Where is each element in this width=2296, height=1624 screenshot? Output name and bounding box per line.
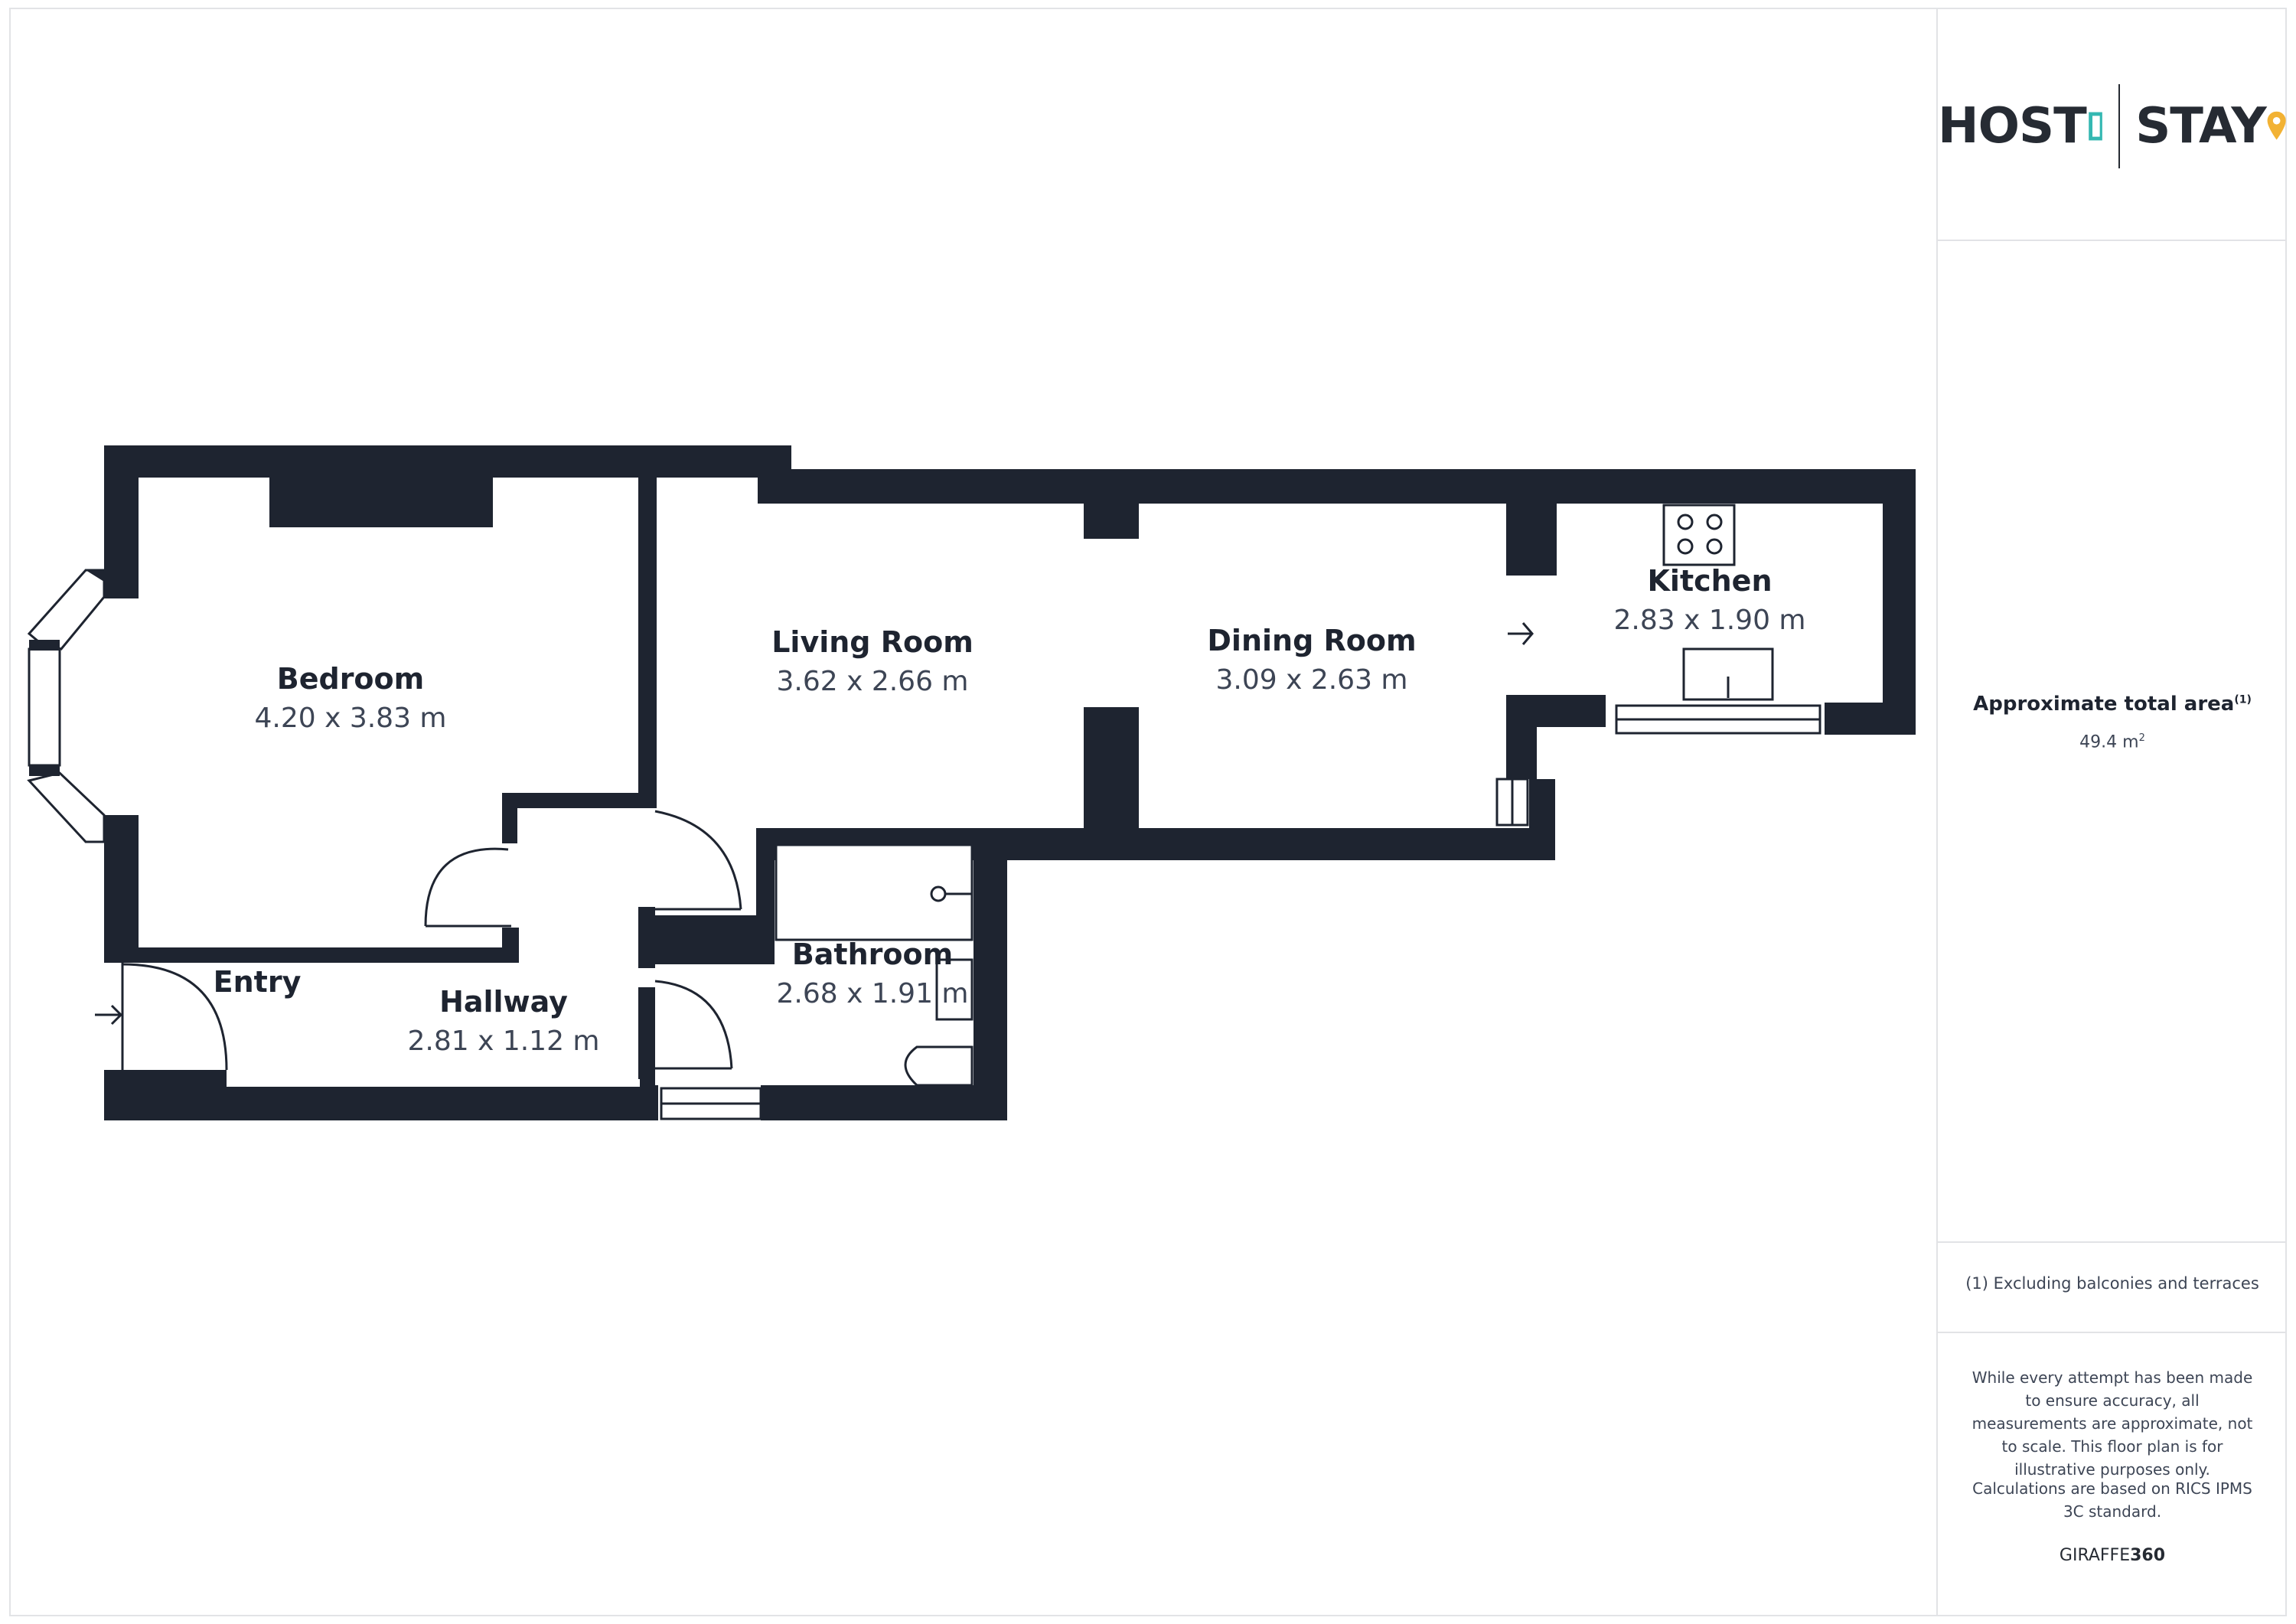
room-name-entry: Entry <box>214 965 302 999</box>
logo-stay-word: STAY <box>2135 98 2267 155</box>
door-icon <box>2088 112 2102 141</box>
location-pin-icon <box>2267 111 2286 140</box>
room-name-bedroom: Bedroom <box>277 662 425 696</box>
room-name-dining-room: Dining Room <box>1207 624 1416 657</box>
host-stay-logo: HOST STAY <box>1938 69 2287 184</box>
logo-separator <box>2118 84 2121 168</box>
disclaimer: While every attempt has been made to ens… <box>1971 1368 2253 1479</box>
calculation-note: Calculations are based on RICS IPMS 3C s… <box>1972 1479 2252 1521</box>
giraffe360-brand: GIRAFFE360 <box>2059 1546 2166 1565</box>
area-label: Approximate total area(1) <box>1973 693 2252 716</box>
room-name-living-room: Living Room <box>771 625 974 659</box>
floor-plan: Bedroom 4.20 x 3.83 m Living Room 3.62 x… <box>27 445 1916 1120</box>
footnote: (1) Excluding balconies and terraces <box>1965 1274 2259 1293</box>
windows <box>27 569 1821 1120</box>
fixtures <box>775 504 1774 1087</box>
sidebar-divider-disclaimer <box>1938 1332 2287 1333</box>
logo-host-word: HOST <box>1938 98 2087 155</box>
sidebar-divider-note <box>1938 1241 2287 1243</box>
room-dims-bathroom: 2.68 x 1.91 m <box>776 978 968 1009</box>
room-dims-bedroom: 4.20 x 3.83 m <box>254 703 446 734</box>
doors <box>121 810 742 1071</box>
sidebar-divider <box>1936 8 1938 1616</box>
room-dims-dining-room: 3.09 x 2.63 m <box>1215 664 1407 696</box>
room-name-bathroom: Bathroom <box>792 938 953 971</box>
room-dims-kitchen: 2.83 x 1.90 m <box>1613 605 1805 636</box>
room-dims-hallway: 2.81 x 1.12 m <box>407 1026 599 1057</box>
room-name-kitchen: Kitchen <box>1647 564 1772 598</box>
sidebar-divider-logo <box>1938 240 2287 241</box>
room-dims-living-room: 3.62 x 2.66 m <box>776 666 968 697</box>
walls <box>104 445 1916 1120</box>
area-value: 49.4 m2 <box>2079 732 2145 752</box>
page-frame <box>9 8 2287 1616</box>
room-name-hallway: Hallway <box>439 985 568 1019</box>
